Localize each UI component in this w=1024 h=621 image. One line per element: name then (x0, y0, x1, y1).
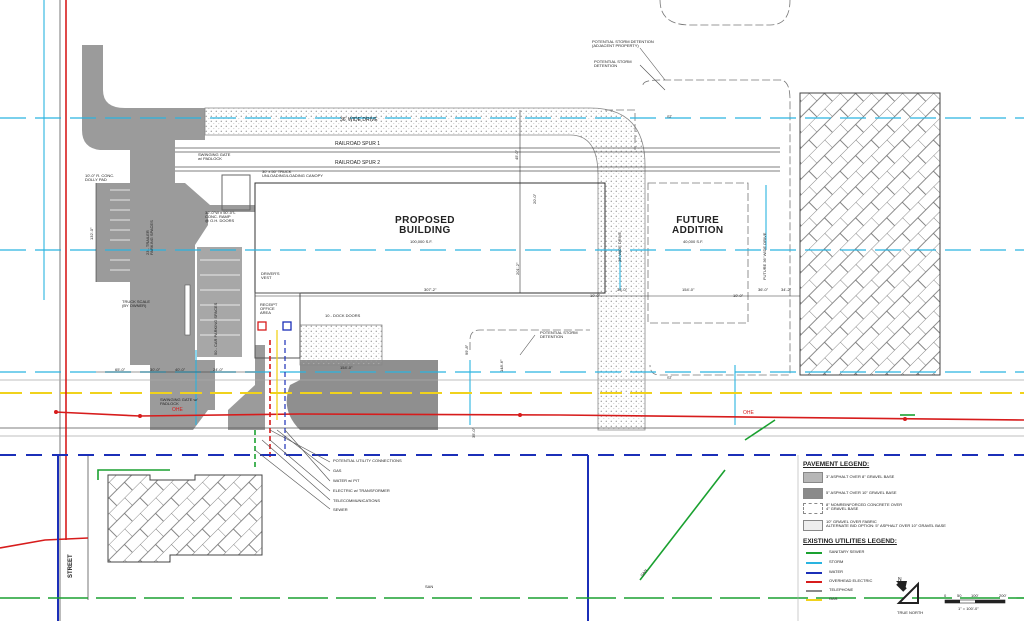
dim-99: 99'-8" (464, 344, 469, 355)
trailer-parking-label: 23 - TRAILER PARKING SPACES (145, 220, 154, 255)
ohe-line-label: OHE (743, 410, 754, 416)
dim-148: 148'-6" (499, 359, 504, 372)
ohe-line-label: OHE (172, 407, 183, 413)
dim-154b: 154'-0" (340, 365, 353, 370)
storm-adjacent-label: POTENTIAL STORM DETENTION (ADJACENT PROP… (592, 39, 654, 48)
drive-future-label: FUTURE 36' WIDE DRIVE (762, 232, 767, 280)
dim-35: 35'-0" (471, 427, 476, 438)
legend-item: WATER (829, 569, 843, 574)
storm-detention-label: POTENTIAL STORM DETENTION (540, 330, 578, 339)
building-title: PROPOSED BUILDING (395, 215, 455, 236)
conc-ramp-label: 32'-0"W x 50'-0"L CONC. RAMP @ O.H. DOOR… (205, 210, 236, 223)
railroad-spur-2-label: RAILROAD SPUR 2 (335, 160, 381, 166)
proposed-building-outline (254, 182, 606, 294)
dim-36a: 36'-0" (617, 287, 628, 292)
drive-right-label: 36' WIDE DRIVE (617, 231, 622, 262)
legend-item: 10" GRAVEL OVER FABRIC ALTERNATE BID OPT… (826, 519, 946, 528)
dim-307: 307'-2" (424, 287, 437, 292)
dock-doors-label: 10 - DOCK DOORS (325, 313, 361, 318)
asphalt-parking (82, 45, 438, 430)
dim-154: 154'-0" (682, 287, 695, 292)
legend-line-sanitary (806, 552, 822, 554)
dim-10b: 10'-0" (733, 293, 744, 298)
legend-swatch-asphalt-5 (803, 488, 823, 499)
car-parking-label: 50 - CAR PARKING SPACES (213, 302, 218, 355)
dim-24: 24'-0" (213, 367, 224, 372)
future-addition-outline (647, 182, 749, 324)
dim-30: 30'-0" (150, 367, 161, 372)
utilities-legend-title: EXISTING UTILITIES LEGEND: (803, 538, 897, 545)
future-addition-area: 40,000 S.F. (683, 239, 704, 244)
dim-45: 45'-0" (514, 149, 519, 160)
legend-line-water (806, 572, 822, 574)
building-area: 100,000 S.F. (410, 239, 433, 244)
north-label: TRUE NORTH (897, 610, 924, 615)
swinging-gate-bottom-label: SWINGING GATE w/ PADLOCK (160, 397, 198, 406)
dim-40: 40'-0" (175, 367, 186, 372)
storm-line-label: ST (667, 114, 673, 119)
callout-electric: ELECTRIC w/ TRANSFORMER (333, 488, 390, 493)
legend-item: 5" ASPHALT OVER 10" GRAVEL BASE (826, 490, 897, 495)
street-label: STREET (68, 554, 74, 578)
adjacent-building-south (107, 474, 263, 563)
pavement-legend-title: PAVEMENT LEGEND: (803, 461, 870, 468)
legend-item: STORM (829, 559, 844, 564)
dolly-pad-label: 10'-0" R. CONC. DOLLY PAD (85, 173, 115, 182)
dim-36b: 36'-0" (758, 287, 769, 292)
callout-water: WATER w/ PIT (333, 478, 360, 483)
scale-tick: 100' (971, 593, 979, 598)
scale-bar (944, 599, 1006, 604)
scale-tick: 0 (944, 593, 947, 598)
adjacent-building-east (799, 92, 941, 376)
north-letter: N (898, 577, 902, 583)
legend-line-gas (806, 599, 822, 601)
receipt-office-label: RECEIPT OFFICE AREA (260, 302, 278, 315)
storm-line-label: ST (667, 375, 673, 380)
legend-item: 3" ASPHALT OVER 8" GRAVEL BASE (826, 474, 895, 479)
storm-potential-label: POTENTIAL STORM DETENTION (594, 59, 632, 68)
truck-scale-label: TRUCK SCALE (BY OWNER) (122, 299, 151, 308)
swinging-gate-top-label: SWINGING GATE w/ PADLOCK (198, 152, 231, 161)
dim-65: 65'-0" (115, 367, 126, 372)
legend-swatch-asphalt-3 (803, 472, 823, 483)
callout-gas: GAS (333, 468, 342, 473)
legend-item: 8" NONREINFORCED CONCRETE OVER 4" GRAVEL… (826, 502, 903, 511)
railroad-spur-1-label: RAILROAD SPUR 1 (335, 141, 381, 147)
future-addition-title: FUTURE ADDITION (672, 215, 724, 236)
san-line-label: SAN (425, 584, 434, 589)
legend-swatch-concrete (803, 503, 823, 514)
dim-201: 201'-2" (515, 262, 520, 275)
legend-swatch-gravel (803, 520, 823, 531)
dim-132: 132'-0" (89, 227, 94, 240)
legend-item: SANITARY SEWER (829, 549, 865, 554)
legend-line-storm (806, 562, 822, 564)
scale-tick: 50 (957, 593, 962, 598)
dim-20: 20'-0" (532, 193, 537, 204)
truck-canopy-label: 30' x 50' TRUCK UNLOADING/LOADING CANOPY (262, 169, 323, 178)
callout-potential-utility: POTENTIAL UTILITY CONNECTIONS (333, 458, 402, 463)
north-arrow-icon (896, 581, 919, 604)
legend-item: OVERHEAD ELECTRIC (829, 578, 873, 583)
legend-line-telephone (806, 590, 822, 592)
callout-telecom: TELECOMMUNICATIONS (333, 498, 381, 503)
dim-10a: 10'-0" (590, 293, 601, 298)
drive-top-label: 36' WIDE DRIVE (340, 117, 378, 123)
legend-item: GAS (829, 596, 838, 601)
drivers-vest-label: DRIVER'S VEST (261, 271, 280, 280)
callout-sewer: SEWER (333, 507, 348, 512)
legend-line-electric (806, 581, 822, 583)
legend-item: TELEPHONE (829, 587, 854, 592)
scale-tick: 200' (999, 593, 1007, 598)
scale-text: 1" = 100'-0" (958, 606, 979, 611)
dim-34: 34'-2" (781, 287, 792, 292)
